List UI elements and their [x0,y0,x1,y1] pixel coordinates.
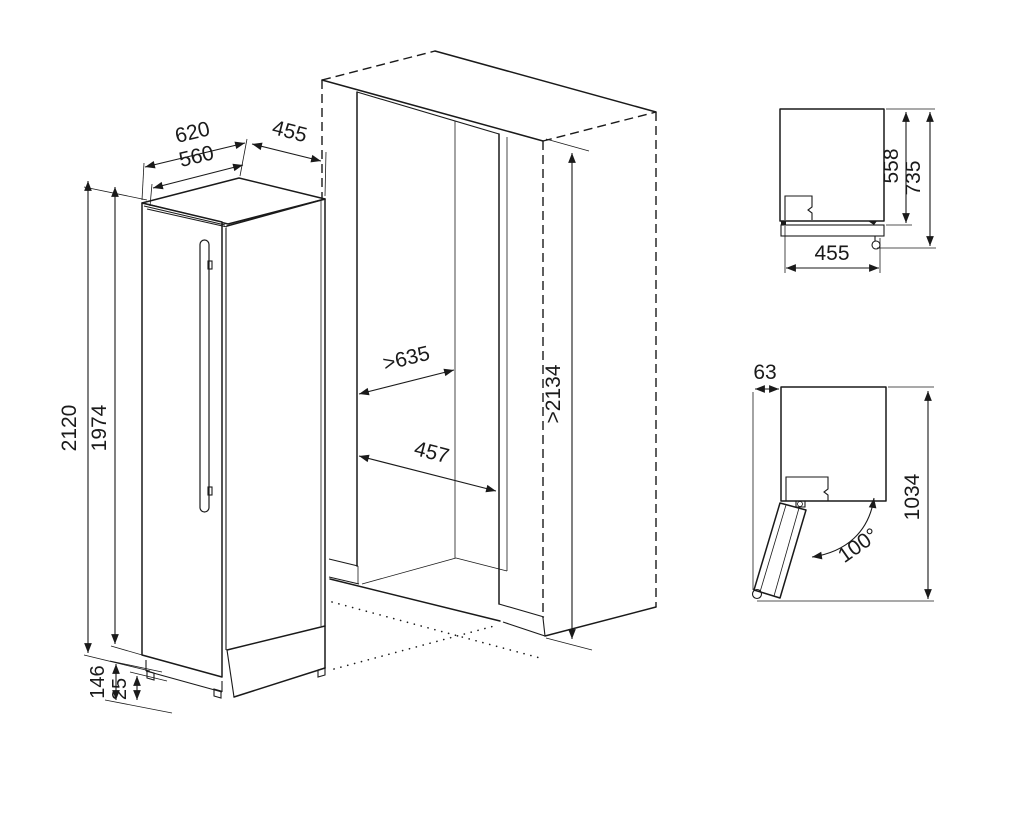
top-view-compressor-box [784,195,813,220]
top-view-body [779,108,885,222]
appliance-side-face [226,198,326,698]
dim-2120-label: 2120 [58,405,81,452]
dim-plinth-146: 146 [87,660,173,714]
floor-alignment-dotted-lines [331,601,541,670]
dim-height-door-1974: 1974 [88,187,157,660]
appliance-plinth [145,660,326,699]
niche-isometric-view [321,50,657,670]
dim-1034-label: 1034 [901,473,924,520]
dim-455-top-view-label: 455 [814,242,849,265]
dim-top-view-558: 558 [880,108,935,226]
niche-vertical-edges [321,80,657,618]
top-view-hinge-pin [871,236,881,250]
niche-floor-and-plinth [328,557,657,637]
swing-view-hinge [795,501,806,508]
top-view-door-stop [868,221,877,225]
dim-top-view-735: 735 [877,112,936,249]
appliance-isometric-view [141,177,326,699]
dim-635-label: >635 [381,342,432,376]
door-swing-view: 63 1034 100° [751,361,934,602]
dim-63-label: 63 [753,361,776,384]
top-view-hinge-plate [781,221,786,225]
dim-455-label: 455 [270,116,310,147]
swing-view-compressor-box [785,476,829,501]
niche-top-face [321,50,657,142]
dim-niche-width-457: 457 [358,437,497,493]
dim-1974-label: 1974 [88,404,111,451]
dim-100deg-label: 100° [834,524,883,568]
dim-opening-angle-100: 100° [811,497,883,568]
appliance-gap-lines [143,205,228,650]
dim-height-total-2120: 2120 [58,181,151,672]
dim-top-view-455: 455 [784,226,881,273]
dim-735-label: 735 [902,160,925,195]
appliance-door-face [141,202,223,678]
swing-angle-arc [811,497,877,560]
appliance-door-handle [199,239,213,513]
dim-niche-depth-635: >635 [358,342,455,396]
swing-view-door-handle [751,588,763,600]
appliance-top-view: 558 735 455 [779,108,936,273]
dim-2134-label: >2134 [542,364,565,423]
swing-view-open-door [751,502,807,600]
swing-view-body [780,386,887,502]
dim-depth-open-1034: 1034 [757,386,934,602]
dim-door-protrusion-63: 63 [752,361,779,590]
dim-146-label: 146 [87,665,109,698]
top-view-door-panel [780,224,885,237]
dim-457-label: 457 [412,437,452,468]
dim-558-label: 558 [880,148,903,183]
dim-25-label: 25 [109,678,131,700]
dim-foot-25: 25 [109,671,168,700]
dim-niche-height-2134: >2134 [542,138,593,651]
